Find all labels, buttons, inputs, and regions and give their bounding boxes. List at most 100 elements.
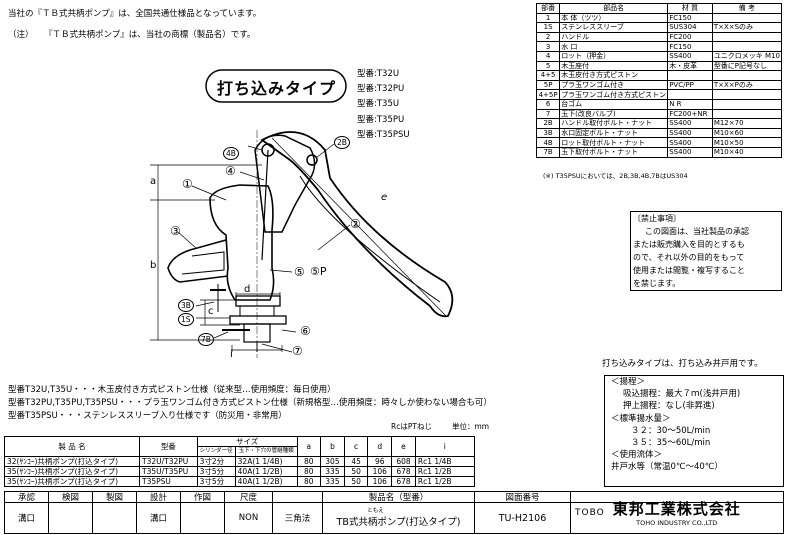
pivot-2b <box>306 154 318 166</box>
model-3: 型番:T35U <box>357 99 400 110</box>
tb-h-scale: 尺度 <box>225 492 273 503</box>
tb-h-design: 設計 <box>137 492 181 503</box>
spec-line-3: 押上揚程：なし(非昇進) <box>623 401 715 412</box>
dims-cell: 35(ｻﾝｺｰ)共柄ポンプ(打込タイプ) <box>4 476 140 487</box>
tb-product: ともえ TB式共柄ポンプ(打込タイプ) <box>323 503 475 533</box>
dims-cell: T35PSU <box>138 476 198 487</box>
unit-note: 単位：mm <box>452 422 490 431</box>
spec-line-7: ＜使用流体＞ <box>611 450 663 461</box>
tb-design: 溝口 <box>137 503 181 533</box>
dims-cell: 40A(1 1/2B) <box>234 476 298 487</box>
callout-3b: 3B <box>178 299 194 312</box>
tb-approve: 溝口 <box>5 503 49 533</box>
dims-cell: 製 品 名 <box>4 436 140 457</box>
dim-e: e <box>381 192 388 203</box>
type-note-1: 型番T32U,T35U・・・木玉皮付き方式ピストン仕様（従来型…使用頻度：毎日使… <box>8 385 336 395</box>
callout-1: ① <box>182 177 193 191</box>
install-note: 打ち込みタイプは、打ち込み井戸用です。 <box>602 359 763 369</box>
callout-4b: 4B <box>223 147 239 160</box>
callout-5p: ⑤P <box>310 265 327 278</box>
tb-method: 三角法 <box>273 503 323 533</box>
spout-inner <box>181 251 225 275</box>
dim-c: c <box>208 306 214 317</box>
rc-note: RcはPTねじ <box>391 422 432 431</box>
note-line-1: 当社の『ＴＢ式共柄ポンプ』は、全国共通仕様品となっています。 <box>8 9 262 19</box>
model-5: 型番:T35PSU <box>357 129 410 140</box>
tb-h-drawing-no: 図面番号 <box>475 492 571 503</box>
dims-cell: c <box>343 436 369 457</box>
dim-d: d <box>244 284 251 295</box>
callout-4: ④ <box>225 164 236 178</box>
tb-h-check: 検図 <box>49 492 93 503</box>
model-4: 型番:T35PU <box>357 114 405 125</box>
tb-scale: NON <box>225 503 273 533</box>
title-box-frame <box>205 69 347 103</box>
lever-bracket <box>254 134 316 233</box>
dims-cell: 80 <box>296 476 322 487</box>
parts-cell: 玉下取付ボルト・ナット <box>559 146 669 158</box>
spec-line-1: ＜揚程＞ <box>611 377 646 387</box>
tb-brand: TOBO <box>575 507 605 518</box>
dims-cell: 32(ｻﾝｺｰ)共柄ポンプ(打込タイプ) <box>4 456 140 467</box>
dims-cell: 玉下・下穴の管継種類 <box>234 446 298 457</box>
rubber-seat <box>229 315 287 325</box>
dims-cell: d <box>367 436 393 457</box>
handle-shape <box>260 131 454 318</box>
tb-h-draft: 製図 <box>93 492 137 503</box>
dims-cell: Rc1 1/2B <box>414 466 475 477</box>
spec-line-5: ３２：30～50L/min <box>631 425 711 436</box>
dims-cell: 3寸5分 <box>196 476 236 487</box>
rod-line <box>261 149 269 261</box>
pump-body <box>209 184 275 301</box>
callout-3: ③ <box>170 224 181 238</box>
type-note-2: 型番T32PU,T35PU,T35PSU・・・プラ玉ワンゴム付き方式ピストン仕様… <box>8 398 492 408</box>
warning-line-2: または販売購入を目的とするも <box>633 240 745 249</box>
spec-line-4: ＜標準揚水量＞ <box>611 413 671 424</box>
tb-check <box>49 503 93 533</box>
dimension-lines <box>150 137 447 352</box>
tb-company-en: TOHO INDUSTRY CO.,LTD <box>636 519 718 527</box>
dim-a: a <box>150 176 157 187</box>
dims-cell: 型番 <box>138 436 198 457</box>
dims-cell: 45 <box>343 456 369 467</box>
dims-cell: 305 <box>320 456 345 467</box>
dims-cell: 50 <box>343 476 369 487</box>
callout-5: ⑤ <box>294 265 305 279</box>
title-box-text: 打ち込みタイプ <box>217 79 337 98</box>
dim-b: b <box>150 260 157 271</box>
tb-h-blank <box>273 492 323 502</box>
dims-cell: 3寸5分 <box>196 466 236 477</box>
warning-line-5: を禁じます。 <box>633 279 681 288</box>
dims-cell: 80 <box>296 456 322 467</box>
tb-draft <box>93 503 137 533</box>
tb-h-approve: 承認 <box>5 492 49 503</box>
tb-drawing-no: TU-H2106 <box>475 503 571 533</box>
dims-cell: 40A(1 1/2B) <box>234 466 298 477</box>
tb-h-product: 製品名（型番） <box>323 492 475 503</box>
callout-2b: 2B <box>334 136 350 149</box>
title-block: 承認 検図 製図 設計 作図 尺度 製品名（型番） 図面番号 溝口 溝口 NON… <box>4 491 784 534</box>
callout-6: ⑥ <box>300 324 311 338</box>
tb-h-drawn: 作図 <box>181 492 225 503</box>
dims-cell: 335 <box>320 466 345 477</box>
dims-cell: 608 <box>391 456 416 467</box>
dims-cell: T32U/T32PU <box>138 456 198 467</box>
tb-company-name: 東邦工業株式会社 <box>612 500 741 518</box>
spec-line-6: ３５：35～60L/min <box>631 438 711 449</box>
dims-cell: a <box>296 436 322 457</box>
tb-drawn <box>181 503 225 533</box>
warning-title: 〔禁止事項〕 <box>633 214 681 223</box>
callout-7b: 7B <box>198 333 214 346</box>
warning-line-3: ので、それ以外の目的をもって <box>633 253 745 262</box>
dims-cell: 35(ｻﾝｺｰ)共柄ポンプ(打込タイプ) <box>4 466 140 477</box>
dims-cell: 80 <box>296 466 322 477</box>
note-prefix: （注） <box>8 30 34 40</box>
